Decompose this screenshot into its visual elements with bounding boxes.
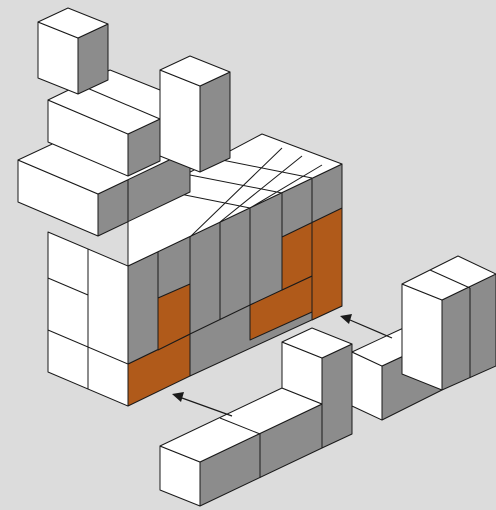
- arrow-head-a: [172, 392, 184, 402]
- arrow-piece-b: [340, 314, 392, 338]
- tall-column-right-front: [160, 70, 200, 172]
- piece-b: [352, 256, 496, 420]
- arrow-piece-a: [172, 392, 232, 416]
- piece-a-raised-right: [322, 344, 352, 448]
- piece-b-tall-front: [402, 284, 442, 390]
- arrow-head-b: [340, 314, 352, 324]
- tall-column-right-right: [200, 72, 230, 172]
